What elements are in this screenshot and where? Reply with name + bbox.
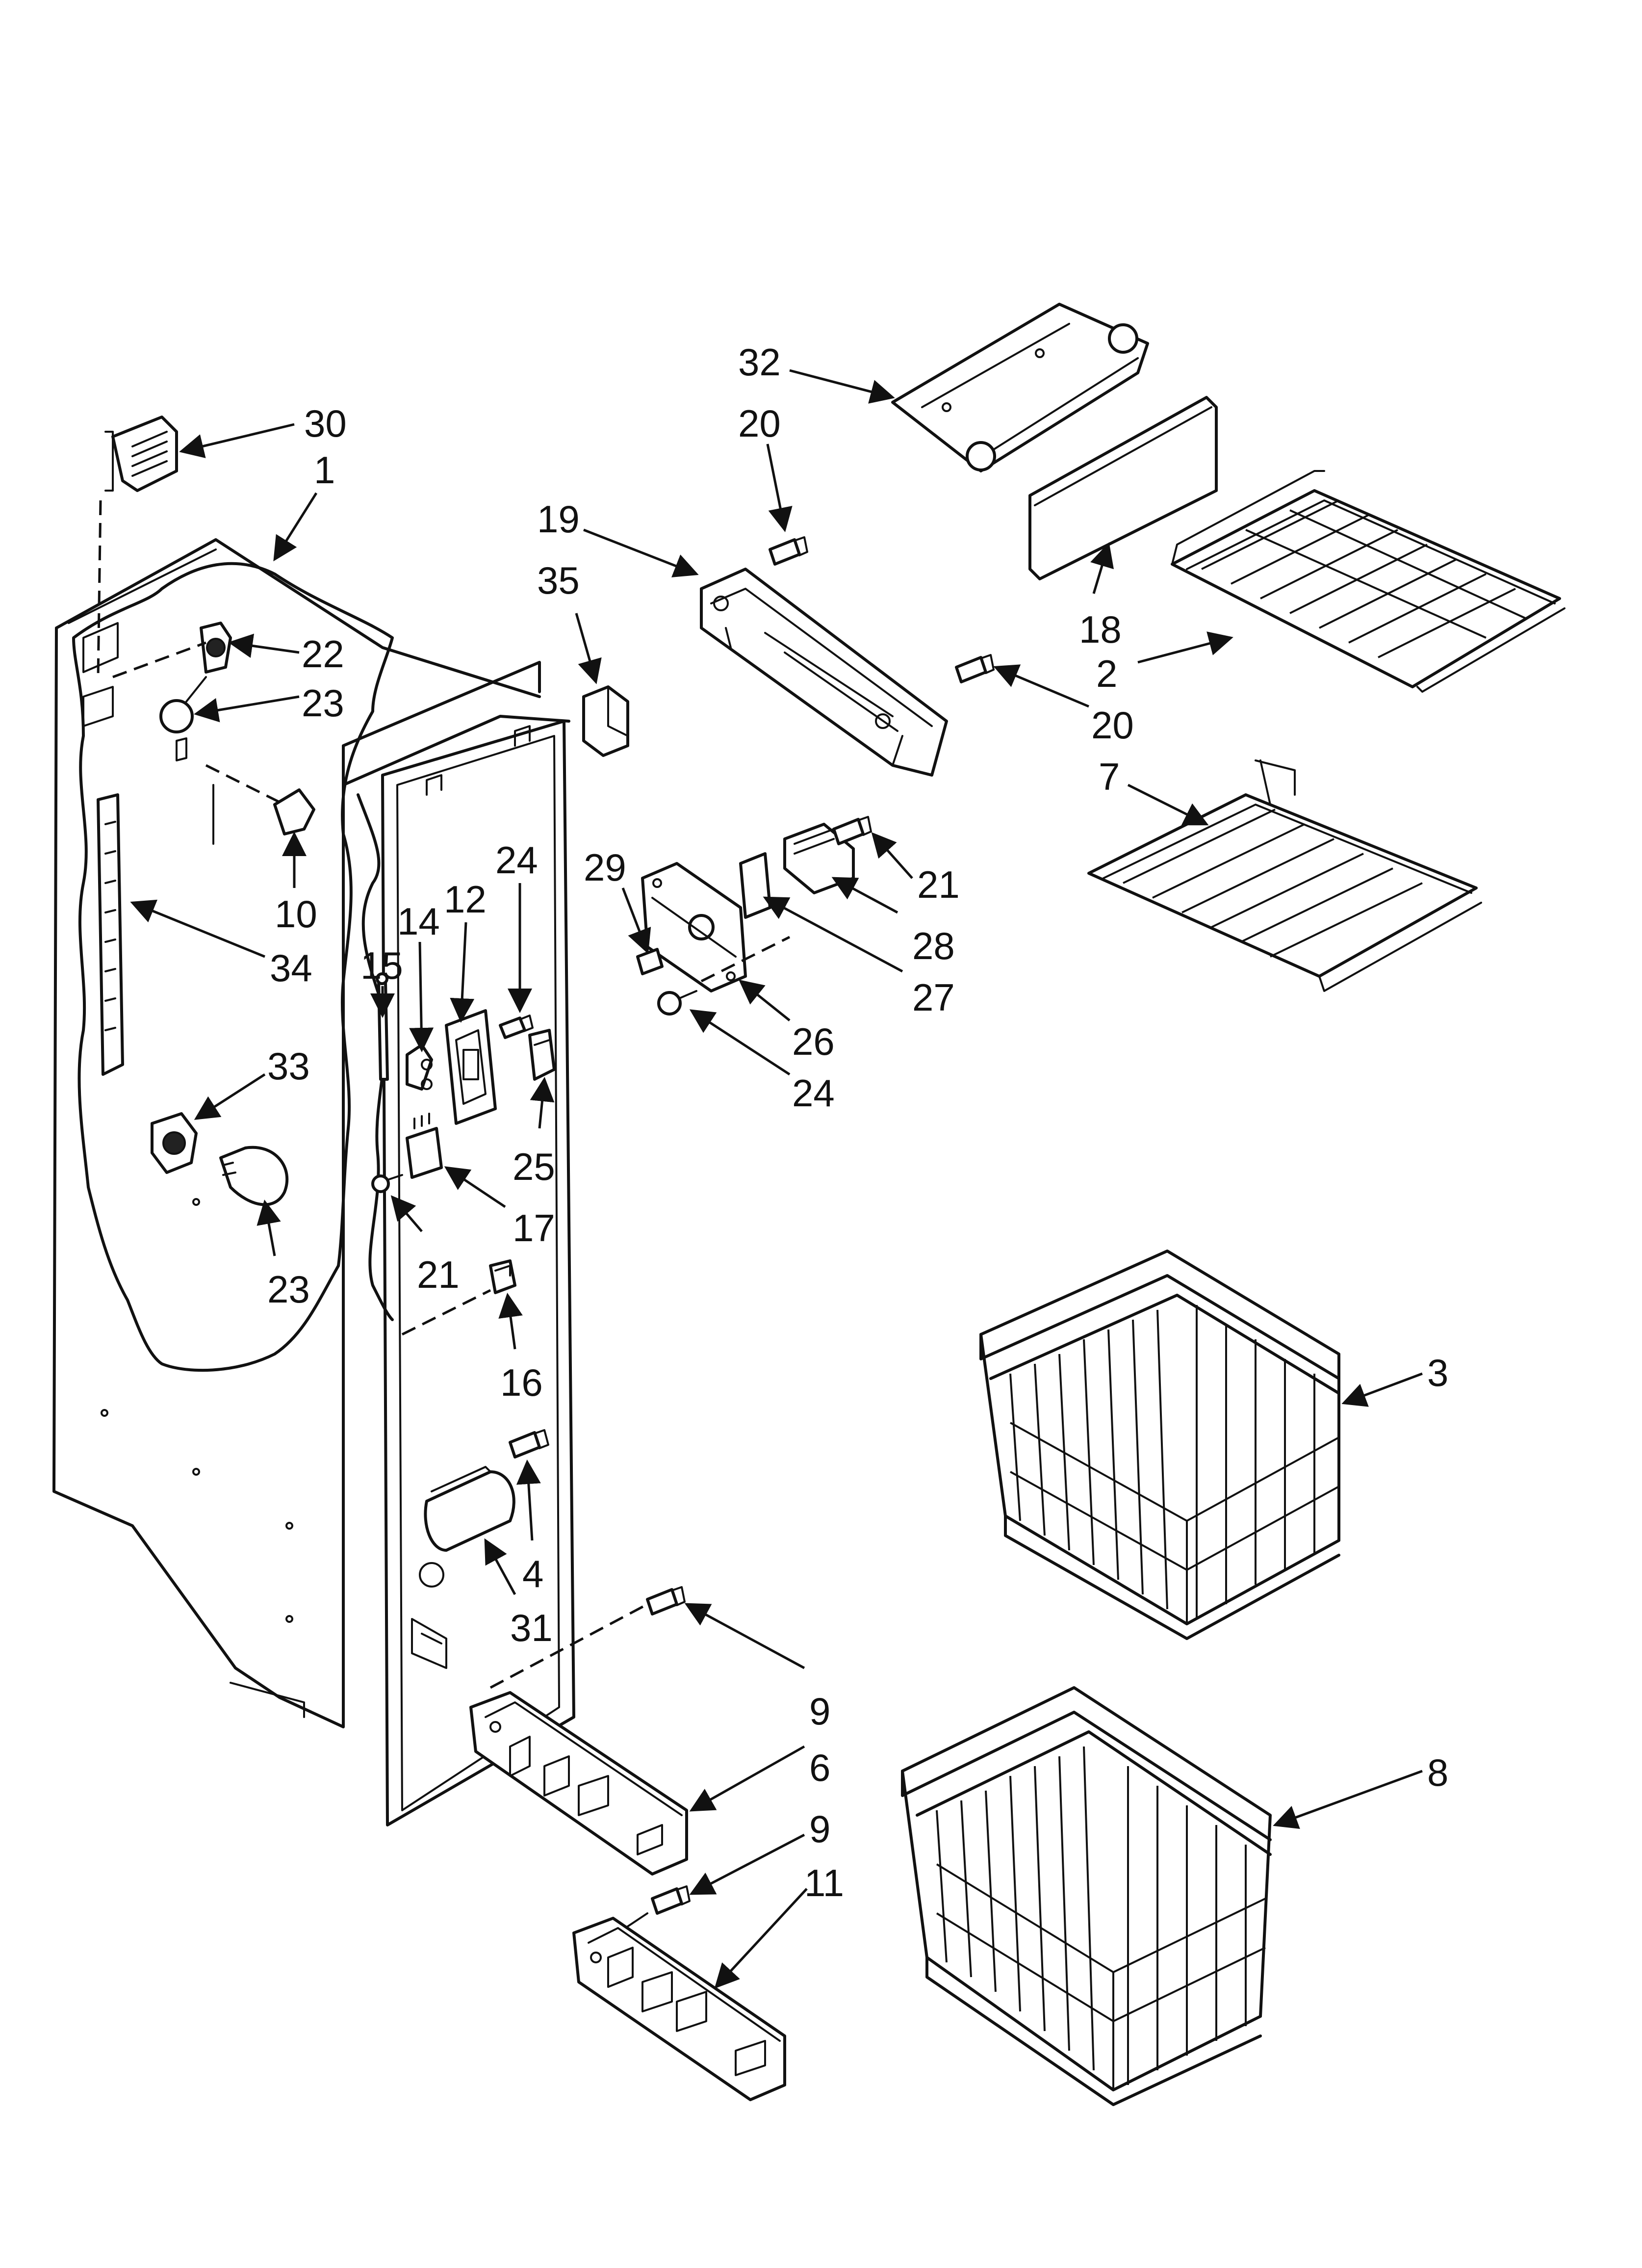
part-18-panel bbox=[1028, 396, 1218, 580]
part-20-screw-lower bbox=[955, 654, 995, 683]
callout-9-lower: 9 bbox=[809, 1807, 830, 1851]
callout-8: 8 bbox=[1427, 1751, 1448, 1794]
callout-16: 16 bbox=[500, 1361, 543, 1404]
part-23-lower-bulb bbox=[219, 1146, 289, 1206]
callout-22: 22 bbox=[302, 632, 344, 676]
callout-30: 30 bbox=[304, 402, 347, 445]
callout-24-lower: 24 bbox=[792, 1071, 835, 1115]
freezer-liner bbox=[52, 538, 575, 1826]
part-32-hinge bbox=[891, 303, 1149, 472]
callout-15: 15 bbox=[360, 944, 403, 987]
leader-lines bbox=[130, 369, 1423, 1989]
callout-34: 34 bbox=[270, 946, 312, 990]
callout-2: 2 bbox=[1096, 652, 1117, 695]
callout-9-upper: 9 bbox=[809, 1690, 830, 1733]
part-8-basket bbox=[901, 1686, 1272, 2106]
dashline-16 bbox=[401, 1289, 491, 1336]
dashline-22 bbox=[112, 641, 206, 678]
part-35-block bbox=[582, 685, 629, 757]
part-24-screw-upper bbox=[499, 1015, 534, 1039]
part-4-screw bbox=[509, 1429, 549, 1459]
callout-20-lower: 20 bbox=[1091, 704, 1134, 747]
part-17-board bbox=[406, 1113, 443, 1179]
part-24-screw-lower bbox=[657, 990, 697, 1016]
callout-4: 4 bbox=[522, 1552, 543, 1595]
dashline-27 bbox=[700, 936, 791, 983]
part-9-screw-lower bbox=[651, 1885, 691, 1915]
callout-19: 19 bbox=[537, 497, 580, 541]
part-23-upper-bulb bbox=[159, 676, 207, 733]
callout-12: 12 bbox=[444, 878, 487, 921]
part-22-bracket bbox=[200, 622, 232, 674]
part-31-cover bbox=[424, 1466, 515, 1552]
part-3-basket bbox=[979, 1250, 1340, 1640]
part-10-clip bbox=[273, 788, 315, 835]
part-33-socket bbox=[151, 1112, 198, 1174]
part-12-housing bbox=[445, 1009, 497, 1125]
callout-21-divider: 21 bbox=[417, 1253, 460, 1296]
callout-1: 1 bbox=[314, 448, 335, 492]
callout-11: 11 bbox=[804, 1861, 844, 1904]
part-30-latch bbox=[104, 416, 178, 492]
callout-23-upper: 23 bbox=[302, 681, 344, 725]
part-20-screw-upper bbox=[769, 536, 808, 566]
callout-18: 18 bbox=[1079, 608, 1122, 651]
part-29-part bbox=[636, 948, 664, 975]
dashline-30 bbox=[97, 500, 102, 678]
callout-17: 17 bbox=[513, 1206, 555, 1250]
part-25-clip bbox=[528, 1029, 556, 1081]
callout-25: 25 bbox=[513, 1145, 555, 1188]
part-21-screw-right bbox=[832, 816, 872, 845]
part-21-screw-divider bbox=[371, 1174, 403, 1193]
callout-27: 27 bbox=[912, 976, 955, 1019]
dashline-10 bbox=[205, 764, 285, 806]
callout-7: 7 bbox=[1099, 755, 1120, 798]
callout-10: 10 bbox=[275, 892, 317, 936]
callout-32: 32 bbox=[738, 340, 781, 384]
part-7-wire-shelf bbox=[1087, 759, 1482, 992]
part-14-clip bbox=[406, 1043, 433, 1091]
dashline-9 bbox=[489, 1603, 648, 1689]
part-2-wire-shelf bbox=[1171, 470, 1565, 693]
callout-33: 33 bbox=[267, 1044, 310, 1088]
callout-14: 14 bbox=[397, 900, 440, 943]
part-6-trim bbox=[469, 1691, 688, 1876]
part-27-housing bbox=[641, 862, 747, 992]
callout-29: 29 bbox=[584, 846, 626, 889]
callout-20-upper: 20 bbox=[738, 402, 781, 445]
callout-26: 26 bbox=[792, 1020, 835, 1063]
part-26-plate bbox=[739, 852, 771, 919]
callout-23-lower: 23 bbox=[267, 1268, 310, 1311]
callout-labels: 30 1 22 23 10 34 33 23 15 14 12 24 25 17… bbox=[267, 340, 1448, 1904]
part-16-part bbox=[489, 1259, 516, 1294]
callout-31: 31 bbox=[510, 1606, 553, 1649]
callout-21-right: 21 bbox=[917, 863, 960, 906]
callout-35: 35 bbox=[537, 559, 580, 602]
part-11-trim bbox=[572, 1917, 786, 2101]
callout-28: 28 bbox=[912, 924, 955, 967]
part-9-screw-upper bbox=[646, 1586, 686, 1616]
callout-3: 3 bbox=[1427, 1351, 1448, 1394]
part-34-light-strip bbox=[97, 793, 124, 1076]
callout-6: 6 bbox=[809, 1746, 830, 1789]
callout-24-upper: 24 bbox=[495, 838, 538, 882]
part-19-bracket bbox=[700, 568, 948, 777]
